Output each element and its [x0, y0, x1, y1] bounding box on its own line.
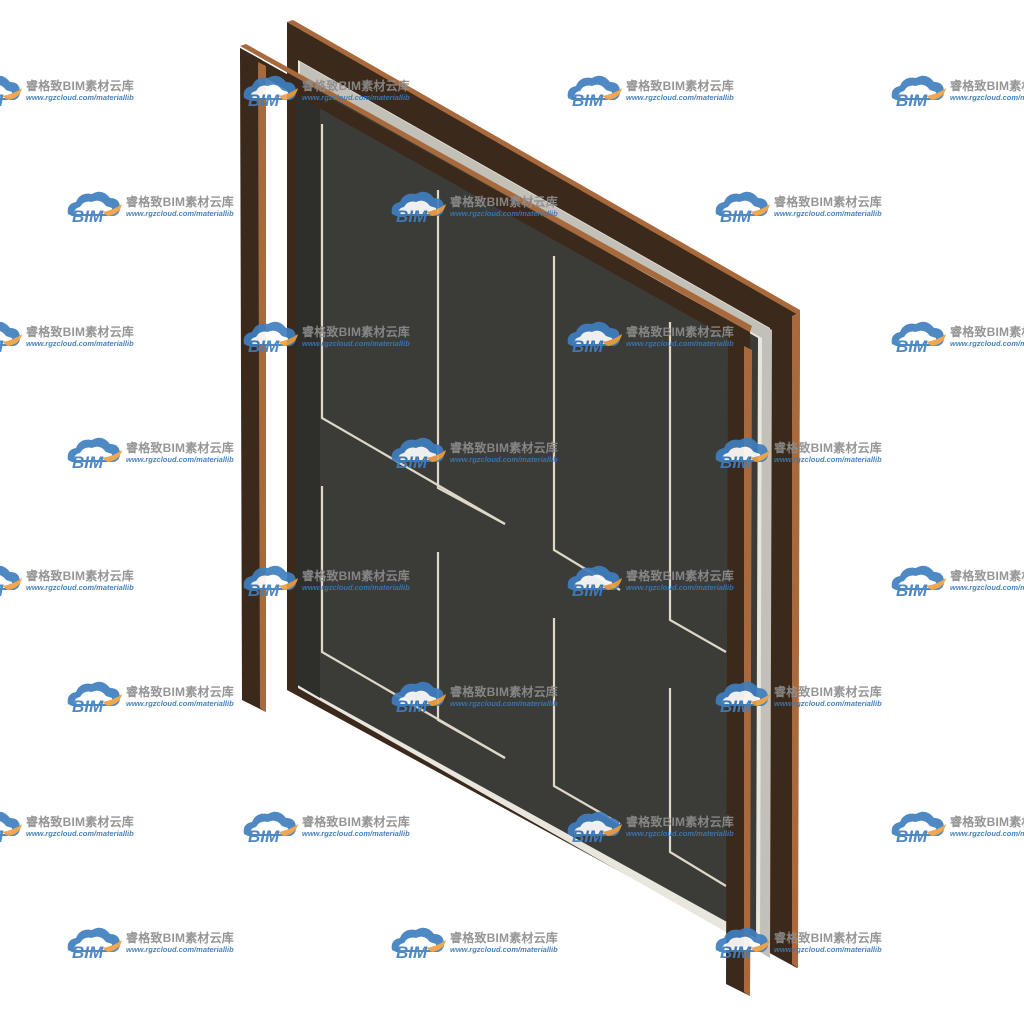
- door-leaf: [296, 74, 758, 938]
- panel-grooves: [320, 124, 727, 887]
- front-frame-top: [240, 48, 750, 350]
- front-frame-top-edge: [240, 44, 752, 332]
- rear-frame-edge: [287, 20, 800, 316]
- front-frame-right-edge: [744, 346, 752, 996]
- door-leaf-shade: [296, 74, 320, 698]
- front-frame-left-edge: [258, 62, 266, 712]
- rear-frame-side-edge: [792, 312, 800, 968]
